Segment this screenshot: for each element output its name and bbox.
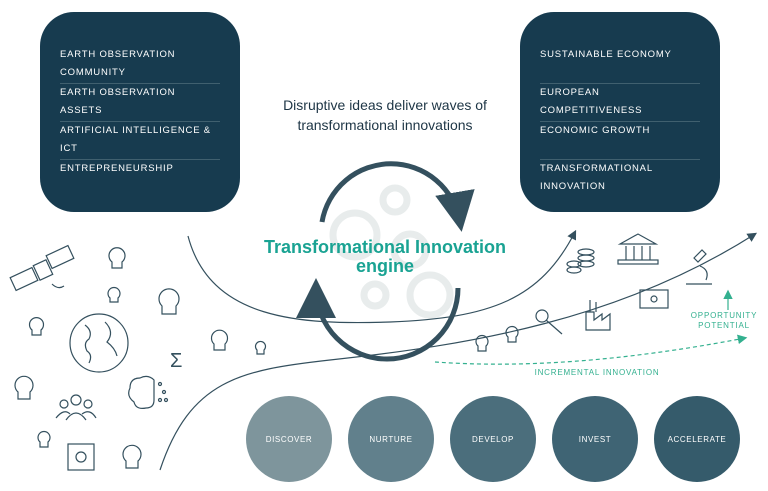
stage-develop: DEVELOP — [450, 396, 536, 482]
cycle-arrows — [296, 161, 475, 362]
chip-icon — [67, 443, 95, 471]
cash-icon — [639, 289, 669, 309]
brain-icon — [128, 375, 169, 409]
incremental-label: INCREMENTAL INNOVATION — [534, 368, 660, 377]
engine-label: Transformational Innovation engine — [250, 238, 520, 276]
microscope-icon — [686, 249, 712, 285]
right-panel: SUSTAINABLE ECONOMY EUROPEAN COMPETITIVE… — [520, 12, 720, 212]
left-panel-item: ARTIFICIAL INTELLIGENCE & ICT — [60, 122, 220, 160]
innovation-curve — [159, 232, 758, 471]
left-panel-item: ENTREPRENEURSHIP — [60, 163, 174, 174]
wrench-icon — [535, 309, 563, 335]
right-panel-item: EUROPEAN COMPETITIVENESS — [540, 84, 700, 122]
transformational-curve — [187, 229, 577, 324]
gear-icon — [329, 184, 454, 319]
left-panel: EARTH OBSERVATION COMMUNITY EARTH OBSERV… — [40, 12, 240, 212]
right-panel-item: ECONOMIC GROWTH — [540, 122, 700, 160]
left-panel-item: EARTH OBSERVATION ASSETS — [60, 84, 220, 122]
stage-accelerate: ACCELERATE — [654, 396, 740, 482]
opportunity-label: OPPORTUNITY POTENTIAL — [690, 311, 758, 330]
bank-icon — [617, 233, 659, 265]
satellite-icon — [9, 244, 75, 292]
incremental-curve — [434, 334, 748, 365]
sum-symbol: Σ — [170, 350, 183, 372]
coins-icon — [566, 248, 595, 274]
headline: Disruptive ideas deliver waves of transf… — [283, 97, 487, 133]
earth-globe-icon — [69, 313, 129, 373]
stage-nurture: NURTURE — [348, 396, 434, 482]
engine-label-line2: engine — [355, 256, 414, 276]
stage-invest: INVEST — [552, 396, 638, 482]
people-group-icon — [55, 394, 97, 421]
right-panel-item: SUSTAINABLE ECONOMY — [540, 46, 700, 84]
right-panel-item: TRANSFORMATIONAL INNOVATION — [540, 163, 653, 192]
stage-discover: DISCOVER — [246, 396, 332, 482]
factory-icon — [585, 300, 611, 331]
lightbulb-icon — [14, 247, 519, 469]
engine-label-line1: Transformational Innovation — [263, 237, 507, 257]
left-panel-item: EARTH OBSERVATION COMMUNITY — [60, 46, 220, 84]
